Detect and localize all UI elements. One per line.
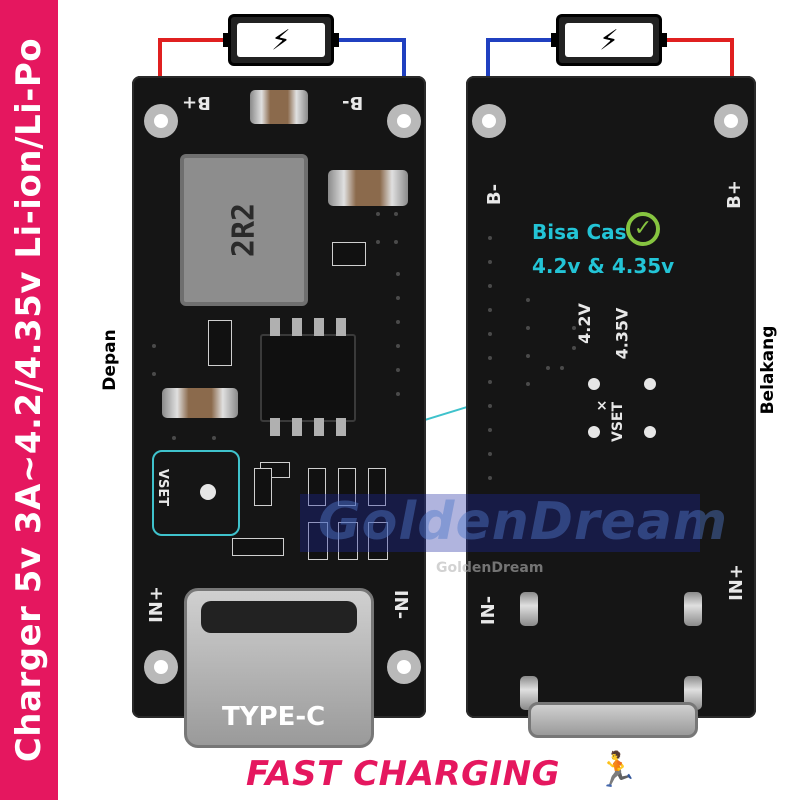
running-figure-icon: 🏃 [596, 750, 639, 790]
inductor: 2R2 [180, 154, 308, 306]
resistor [254, 468, 272, 506]
resistor [332, 242, 366, 266]
usb-solder-tab [520, 592, 538, 626]
in-minus-pad [387, 650, 421, 684]
front-b-minus-label: B- [342, 92, 364, 113]
in-plus-pad [144, 650, 178, 684]
back-b-minus-label: B- [484, 183, 506, 206]
inductor-label: 2R2 [226, 202, 262, 258]
front-board: B+ B- IN+ IN- 2R2 VSET TYPE-C [132, 76, 426, 748]
back-in-plus-label: IN+ [725, 564, 747, 601]
lightning-bolt-icon: ⚡ [599, 23, 619, 57]
back-b-plus-label: B+ [723, 180, 745, 209]
fast-charging-text: FAST CHARGING [246, 754, 560, 794]
resistor [208, 320, 232, 366]
usb-solder-tab [684, 676, 702, 710]
resistor [308, 522, 328, 560]
capacitor [162, 388, 238, 418]
solder-point [644, 426, 656, 438]
front-b-plus-label: B+ [182, 92, 211, 113]
resistor [368, 522, 388, 560]
solder-point [588, 426, 600, 438]
front-in-plus-label: IN+ [145, 586, 167, 623]
resistor [338, 522, 358, 560]
resistor [338, 468, 356, 506]
ic-chip [260, 318, 356, 436]
solder-point [588, 378, 600, 390]
b-plus-pad [144, 104, 178, 138]
front-in-minus-label: IN- [390, 589, 412, 620]
resistor [308, 468, 326, 506]
back-4v2-label: 4.2V [574, 303, 594, 344]
watermark-text: GoldenDream [318, 492, 729, 552]
usb-solder-tab [520, 676, 538, 710]
battery-front: ⚡ [223, 14, 339, 66]
usb-typec-port [184, 588, 374, 748]
b-minus-pad [387, 104, 421, 138]
back-in-minus-label: IN- [478, 595, 500, 626]
capacitor [250, 90, 308, 124]
front-vset-label: VSET [155, 468, 171, 507]
battery-back: ⚡ [551, 14, 667, 66]
vset-highlight-box [152, 450, 240, 536]
back-vset-label: VSET [610, 401, 627, 443]
resistor [368, 468, 386, 506]
watermark-subtext: GoldenDream [436, 560, 544, 576]
info-line-2: 4.2v & 4.35v [532, 254, 675, 278]
back-label: Belakang [758, 325, 778, 415]
back-board: B- B+ IN- IN+ 4.2V 4.35V VSET × [466, 76, 756, 738]
usb-solder-tab [684, 592, 702, 626]
solder-point [644, 378, 656, 390]
back-4v35-label: 4.35V [612, 307, 632, 360]
watermark-band [300, 494, 700, 552]
vset-solder-point [200, 484, 216, 500]
resistor [232, 538, 284, 556]
b-plus-pad [714, 104, 748, 138]
lightning-bolt-icon: ⚡ [271, 23, 291, 57]
usb-typec-port-back [528, 702, 698, 738]
front-label: Depan [100, 329, 120, 391]
check-circle-icon: ✓ [626, 212, 660, 246]
back-x-mark: × [596, 398, 608, 414]
capacitor [328, 170, 408, 206]
b-minus-pad [472, 104, 506, 138]
typec-label: TYPE-C [222, 702, 326, 732]
info-line-1: Bisa Cas [532, 220, 627, 244]
side-banner: Charger 5v 3A~4.2/4.35v Li-ion/Li-Po [0, 0, 58, 800]
